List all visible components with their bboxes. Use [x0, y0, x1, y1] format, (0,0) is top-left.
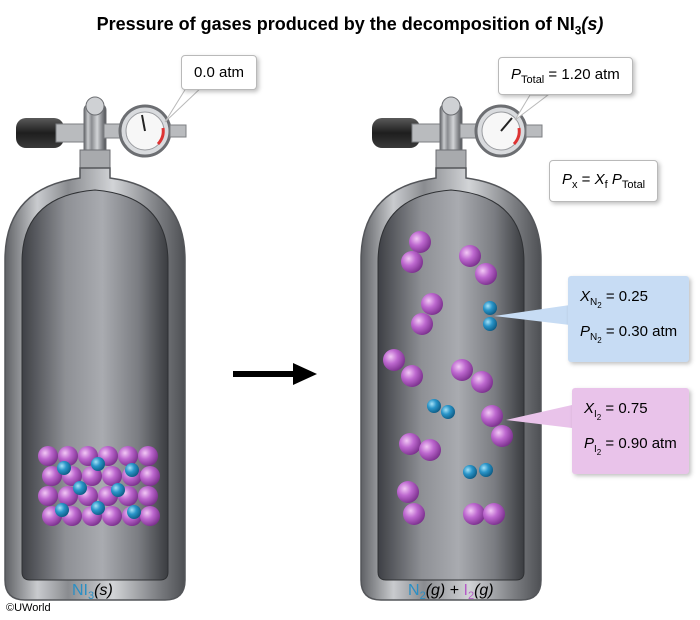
i2-box-pointer: [506, 405, 572, 428]
iodine-atom: [82, 466, 102, 486]
page-title: Pressure of gases produced by the decomp…: [96, 14, 604, 38]
iodine-atom: [118, 446, 138, 466]
solid-ni3-lattice: [38, 446, 160, 526]
iodine-atom: [140, 466, 160, 486]
n2-mole-fraction: XN2 = 0.25: [580, 288, 648, 310]
iodine-atom: [451, 359, 473, 381]
iodine-atom: [58, 446, 78, 466]
iodine-atom: [42, 466, 62, 486]
nitrogen-atom: [463, 465, 477, 479]
i2-partial-pressure: PI2 = 0.90 atm: [584, 435, 677, 457]
iodine-atom: [463, 503, 485, 525]
iodine-atom: [483, 503, 505, 525]
iodine-atom: [399, 433, 421, 455]
left-caption: NI3(s): [72, 582, 113, 603]
right-gauge-pointer: [514, 94, 550, 121]
iodine-atom: [401, 251, 423, 273]
right-caption: N2(g) + I2(g): [408, 582, 494, 603]
nitrogen-atom: [483, 317, 497, 331]
nitrogen-atom: [127, 505, 141, 519]
iodine-atom: [481, 405, 503, 427]
i2-mole-fraction: XI2 = 0.75: [584, 400, 648, 422]
reaction-arrow: [233, 363, 317, 385]
iodine-atom: [140, 506, 160, 526]
left-gauge-reading: 0.0 atm: [181, 55, 258, 90]
nitrogen-atom: [91, 457, 105, 471]
iodine-atom: [409, 231, 431, 253]
left-valve-knob: [16, 118, 64, 148]
nitrogen-atom: [73, 481, 87, 495]
nitrogen-atom: [57, 461, 71, 475]
gas-molecules: [383, 231, 513, 525]
iodine-atom: [491, 425, 513, 447]
iodine-atom: [475, 263, 497, 285]
iodine-atom: [403, 503, 425, 525]
iodine-atom: [138, 446, 158, 466]
iodine-atom: [38, 486, 58, 506]
nitrogen-atom: [483, 301, 497, 315]
iodine-atom: [471, 371, 493, 393]
nitrogen-atom: [479, 463, 493, 477]
iodine-atom: [421, 293, 443, 315]
iodine-atom: [102, 506, 122, 526]
nitrogen-atom: [427, 399, 441, 413]
nitrogen-atom: [441, 405, 455, 419]
n2-partial-pressure: PN2 = 0.30 atm: [580, 323, 678, 345]
iodine-atom: [411, 313, 433, 335]
nitrogen-atom: [55, 503, 69, 517]
iodine-atom: [102, 466, 122, 486]
iodine-atom: [401, 365, 423, 387]
iodine-atom: [58, 486, 78, 506]
left-cylinder: [4, 96, 187, 601]
iodine-atom: [138, 486, 158, 506]
nitrogen-atom: [91, 501, 105, 515]
copyright-notice: ©UWorld: [6, 602, 51, 614]
right-gauge-reading: PTotal = 1.20 atm: [498, 57, 633, 95]
partial-pressure-formula: Px = Xf PTotal: [549, 160, 659, 202]
nitrogen-atom: [111, 483, 125, 497]
nitrogen-atom: [125, 463, 139, 477]
right-cylinder: [360, 96, 543, 601]
left-gauge-pointer: [164, 84, 206, 123]
i2-fraction-box: XI2 = 0.75 PI2 = 0.90 atm: [572, 388, 689, 474]
right-valve-knob: [372, 118, 420, 148]
iodine-atom: [397, 481, 419, 503]
iodine-atom: [419, 439, 441, 461]
n2-fraction-box: XN2 = 0.25 PN2 = 0.30 atm: [568, 276, 690, 362]
iodine-atom: [459, 245, 481, 267]
n2-box-pointer: [494, 305, 570, 325]
iodine-atom: [38, 446, 58, 466]
iodine-atom: [383, 349, 405, 371]
